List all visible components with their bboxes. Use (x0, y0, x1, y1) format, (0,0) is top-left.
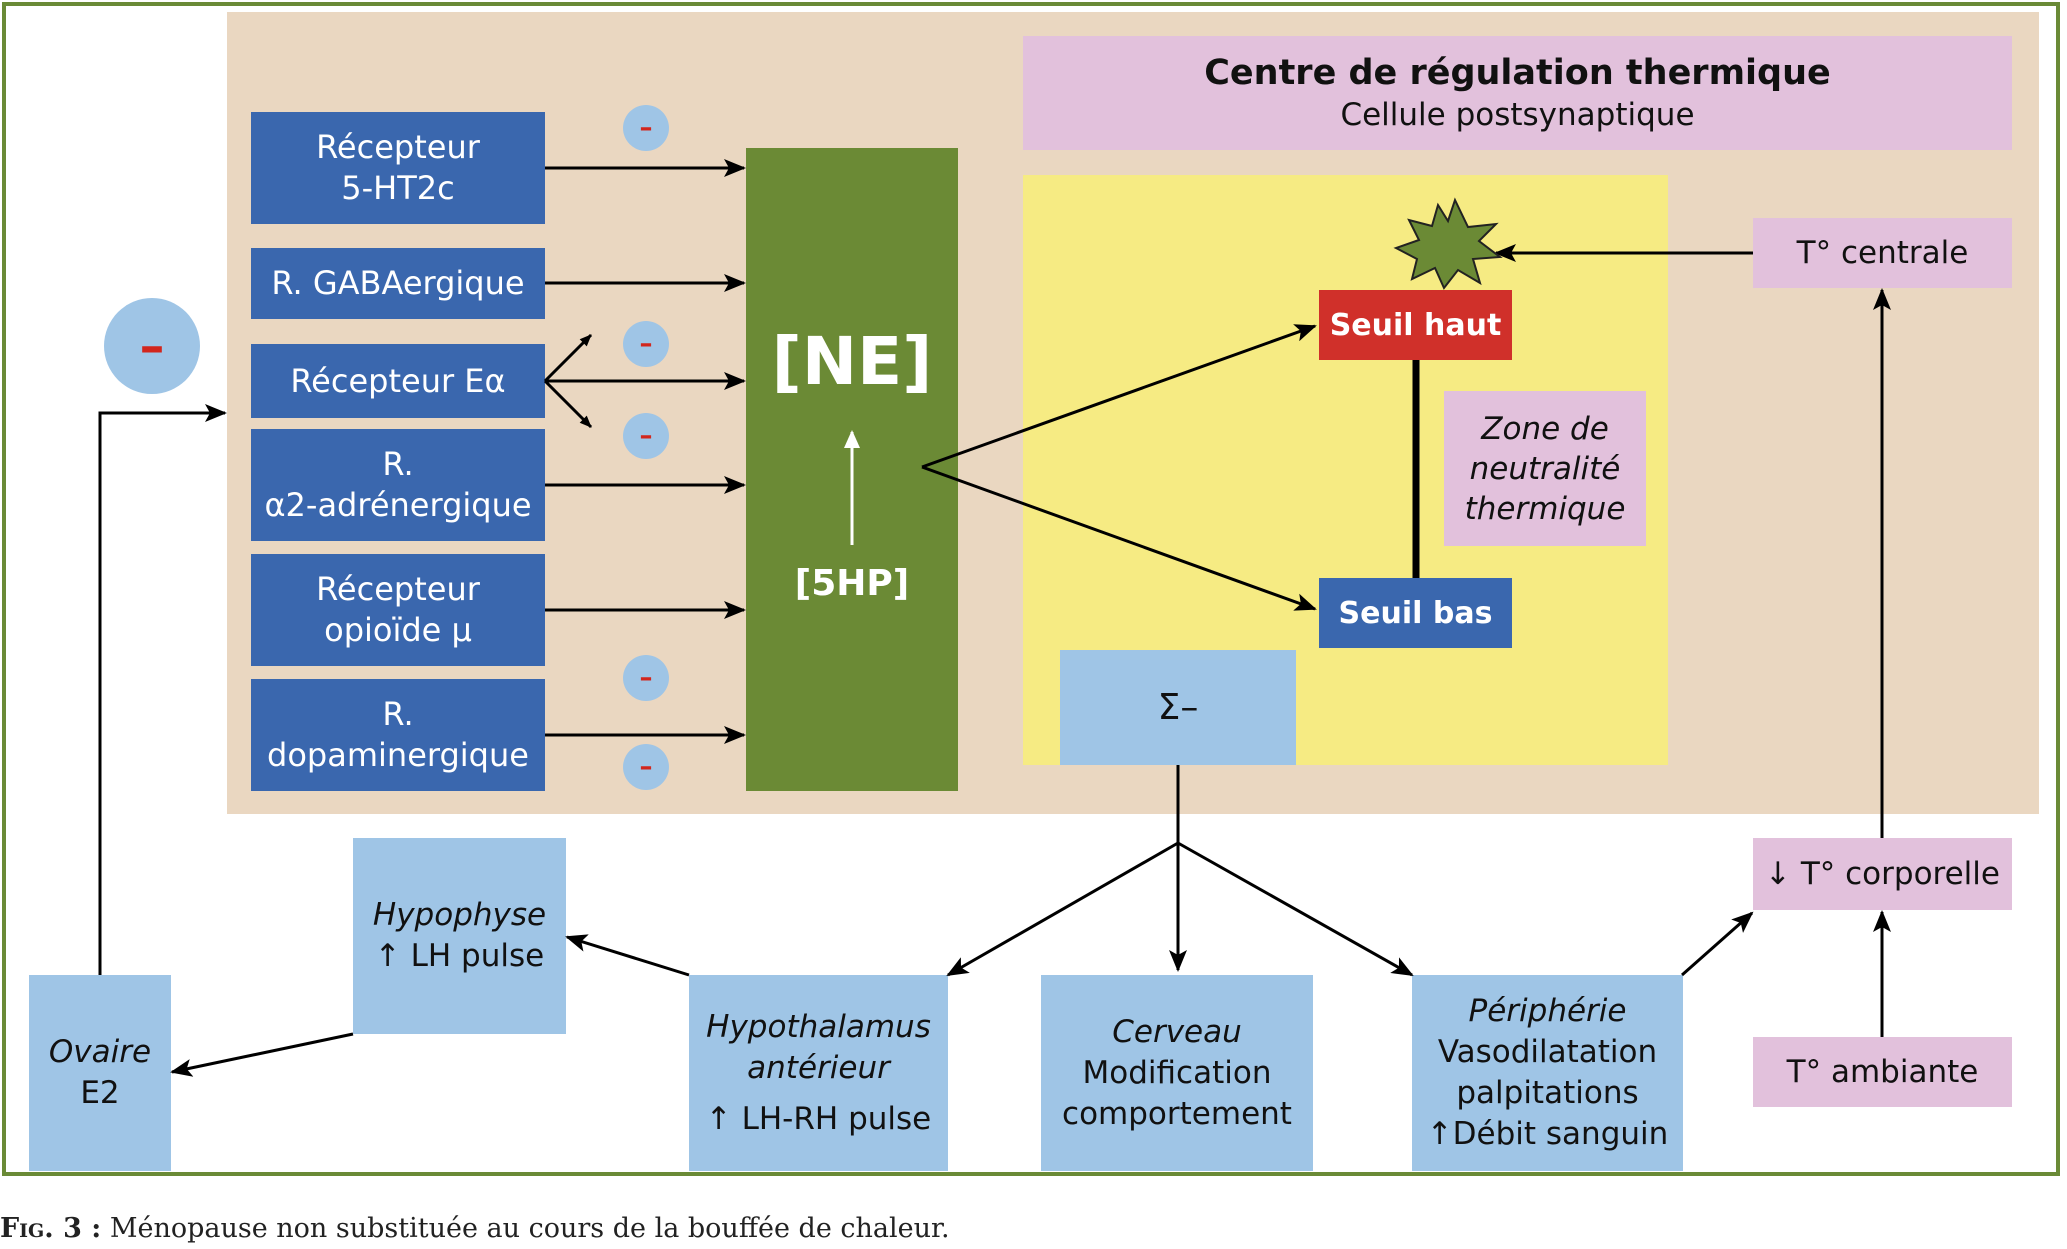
receptor-label-line1: R. (382, 695, 414, 733)
hypophyse-title: Hypophyse (372, 897, 547, 933)
receptor-alpha2: R. α2-adrénergique (251, 429, 545, 541)
receptor-label-line1: Récepteur (316, 570, 480, 608)
receptor-opioid: Récepteur opioïde μ (251, 554, 545, 666)
inhibition-minus-icon: – (623, 321, 669, 367)
peripherie-detail3: ↑Débit sanguin (1426, 1116, 1669, 1152)
zone-line3: thermique (1464, 490, 1626, 527)
zone-line2: neutralité (1469, 450, 1621, 487)
seuil-bas-label: Seuil bas (1338, 595, 1493, 631)
t-ambiante-box: T° ambiante (1753, 1037, 2012, 1107)
cerveau-detail1: Modification (1082, 1054, 1272, 1091)
ovaire-detail: E2 (80, 1075, 120, 1111)
hypothalamus-title2: antérieur (747, 1049, 890, 1086)
header-box: Centre de régulation thermique Cellule p… (1023, 36, 2012, 150)
hypophyse-box: Hypophyse ↑ LH pulse (353, 838, 566, 1034)
caption-label: Fig. 3 : (0, 1213, 102, 1244)
seuil-bas-box: Seuil bas (1319, 578, 1512, 648)
arrow-ealpha-branch-down (543, 379, 593, 429)
sigma-box: Σ– (1060, 650, 1296, 765)
receptor-label-line1: Récepteur Eα (290, 361, 506, 400)
receptor-label-line1: R. GABAergique (271, 264, 525, 302)
receptor-estrogen-alpha: Récepteur Eα (251, 344, 545, 418)
inhibition-minus-icon: – (623, 655, 669, 701)
header-subtitle: Cellule postsynaptique (1340, 97, 1695, 133)
receptor-label-line1: Récepteur (316, 128, 480, 166)
inhibition-minus-icon: – (623, 105, 669, 151)
receptor-5ht2c: Récepteur 5-HT2c (251, 112, 545, 224)
t-corporelle-box: ↓ T° corporelle (1753, 838, 2012, 910)
arrow-sigma-to-hypothalamus (946, 841, 1179, 977)
cerveau-detail2: comportement (1062, 1095, 1292, 1132)
peripherie-box: Périphérie Vasodilatation palpitations ↑… (1412, 975, 1683, 1171)
sigma-label: Σ– (1157, 687, 1199, 728)
t-ambiante-label: T° ambiante (1786, 1054, 1979, 1090)
zone-neutralite-box: Zone de neutralité thermique (1444, 391, 1646, 546)
seuil-haut-box: Seuil haut (1319, 290, 1512, 360)
arrow-ealpha-branch-up (543, 333, 593, 383)
t-corporelle-label: ↓ T° corporelle (1765, 856, 2000, 892)
arrow-ne-to-seuil-haut (921, 324, 1317, 469)
hot-flash-starburst-icon (1393, 197, 1503, 290)
hypothalamus-title: Hypothalamus (706, 1008, 931, 1045)
ne-label: [NE] (771, 323, 933, 400)
cerveau-box: Cerveau Modification comportement (1041, 975, 1313, 1171)
inhibition-minus-icon: – (623, 413, 669, 459)
zone-line1: Zone de (1481, 410, 1609, 447)
cerveau-title: Cerveau (1112, 1013, 1242, 1050)
seuil-haut-label: Seuil haut (1329, 307, 1502, 343)
receptor-label-line2: dopaminergique (267, 736, 529, 774)
estrogen-minus-icon: – (104, 298, 200, 394)
hypothalamus-detail: ↑ LH-RH pulse (705, 1100, 932, 1137)
figure-frame (2, 2, 2060, 1176)
header-title: Centre de régulation thermique (1204, 53, 1831, 93)
hypophyse-detail: ↑ LH pulse (374, 938, 545, 974)
arrow-hypothalamus-to-hypophyse (565, 934, 690, 977)
receptor-label-line2: 5-HT2c (341, 169, 455, 207)
peripherie-title: Périphérie (1468, 993, 1627, 1029)
receptor-label-line1: R. (382, 445, 414, 483)
arrow-sigma-to-peripherie (1177, 841, 1414, 977)
ovaire-box: Ovaire E2 (29, 975, 171, 1171)
5hp-label: [5HP] (794, 563, 910, 604)
hypothalamus-box: Hypothalamus antérieur ↑ LH-RH pulse (689, 975, 948, 1171)
arrow-ovaire-feedback (98, 404, 227, 975)
caption-text: Ménopause non substituée au cours de la … (101, 1213, 950, 1244)
arrow-ne-to-seuil-bas (921, 465, 1317, 611)
ovaire-title: Ovaire (48, 1034, 152, 1070)
receptor-label-line2: α2-adrénergique (264, 486, 532, 524)
t-centrale-label: T° centrale (1796, 235, 1969, 271)
receptor-label-line2: opioïde μ (324, 611, 472, 649)
figure-caption: Fig. 3 : Ménopause non substituée au cou… (0, 1213, 950, 1244)
receptor-gaba: R. GABAergique (251, 248, 545, 319)
inhibition-minus-icon: – (623, 744, 669, 790)
peripherie-detail1: Vasodilatation (1437, 1034, 1658, 1070)
arrow-hypophyse-to-ovaire (170, 1032, 354, 1077)
peripherie-detail2: palpitations (1456, 1075, 1639, 1111)
arrow-peripherie-to-tcorporelle (1681, 911, 1754, 977)
t-centrale-box: T° centrale (1753, 218, 2012, 288)
receptor-dopamine: R. dopaminergique (251, 679, 545, 791)
